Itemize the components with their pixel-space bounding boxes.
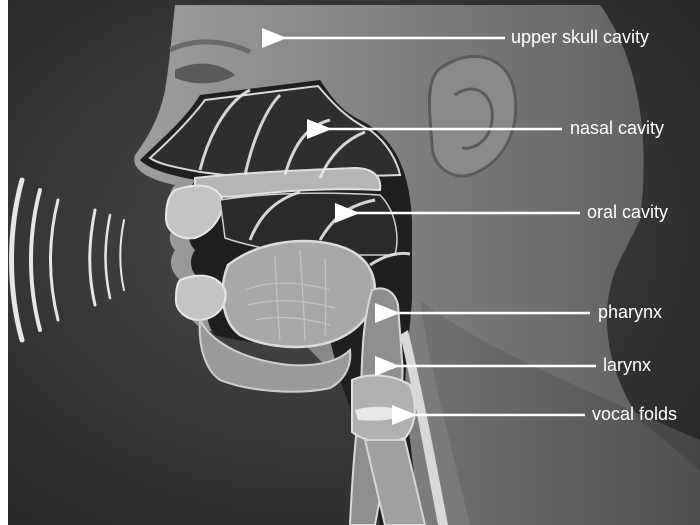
label-nasal-cavity: nasal cavity — [570, 118, 664, 138]
tongue — [223, 241, 375, 347]
label-vocal-folds: vocal folds — [592, 404, 677, 424]
label-upper-skull-cavity: upper skull cavity — [511, 27, 649, 47]
label-larynx: larynx — [603, 355, 651, 375]
lower-lip — [176, 276, 226, 320]
label-oral-cavity: oral cavity — [587, 202, 668, 222]
label-pharynx: pharynx — [598, 302, 662, 322]
left-white-border — [0, 0, 8, 525]
